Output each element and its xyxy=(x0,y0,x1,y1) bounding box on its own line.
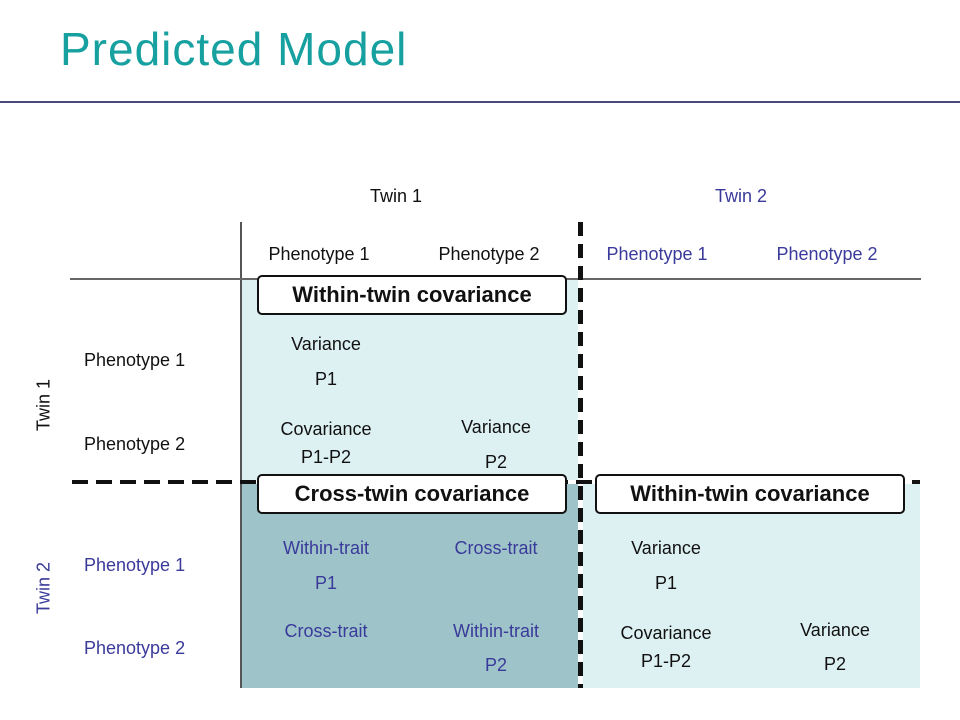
cell-r4c4-line1: Variance xyxy=(800,620,870,640)
col-header-t1-p1: Phenotype 1 xyxy=(268,244,370,264)
cell-r1c1-line2: P1 xyxy=(314,369,338,389)
col-group-twin1: Twin 1 xyxy=(369,186,423,206)
col-group-twin2: Twin 2 xyxy=(714,186,768,206)
row-header-t1-p2: Phenotype 2 xyxy=(84,434,186,454)
cell-r2c2-line1: Variance xyxy=(461,417,531,437)
cell-r2c1-line1: Covariance xyxy=(280,419,372,439)
col-header-t1-p2: Phenotype 2 xyxy=(438,244,540,264)
cell-r1c1-line1: Variance xyxy=(291,334,361,354)
cell-r4c4-line2: P2 xyxy=(823,654,847,674)
cross-twin-region xyxy=(242,484,578,688)
col-header-t2-p2: Phenotype 2 xyxy=(776,244,878,264)
cell-r3c1-line1: Within-trait xyxy=(282,538,370,558)
cell-r2c2-line2: P2 xyxy=(484,452,508,472)
cell-r4c1-line1: Cross-trait xyxy=(284,621,368,641)
row-header-t1-p1: Phenotype 1 xyxy=(84,350,186,370)
twin2-within-region xyxy=(583,484,920,688)
cell-r3c2-line1: Cross-trait xyxy=(454,538,538,558)
row-group-twin1: Twin 1 xyxy=(33,378,54,432)
title-divider xyxy=(0,101,960,103)
cell-r4c3-line1: Covariance xyxy=(620,623,712,643)
cell-r4c2-line2: P2 xyxy=(484,655,508,675)
col-header-t2-p1: Phenotype 1 xyxy=(606,244,708,264)
row-header-t2-p2: Phenotype 2 xyxy=(84,638,186,658)
within-twin-covariance-label-bottom: Within-twin covariance xyxy=(595,474,905,514)
cell-r3c1-line2: P1 xyxy=(314,573,338,593)
cell-r4c3-line2: P1-P2 xyxy=(640,651,692,671)
row-header-t2-p1: Phenotype 1 xyxy=(84,555,186,575)
row-group-twin2: Twin 2 xyxy=(33,561,54,615)
cell-r2c1-line2: P1-P2 xyxy=(300,447,352,467)
cell-r4c2-line1: Within-trait xyxy=(452,621,540,641)
row-header-divider xyxy=(240,222,242,688)
cell-r3c3-line2: P1 xyxy=(654,573,678,593)
within-twin-covariance-label-top: Within-twin covariance xyxy=(257,275,567,315)
cell-r3c3-line1: Variance xyxy=(631,538,701,558)
page-title: Predicted Model xyxy=(60,23,408,75)
twin-divider-vertical xyxy=(578,222,583,688)
cross-twin-covariance-label: Cross-twin covariance xyxy=(257,474,567,514)
